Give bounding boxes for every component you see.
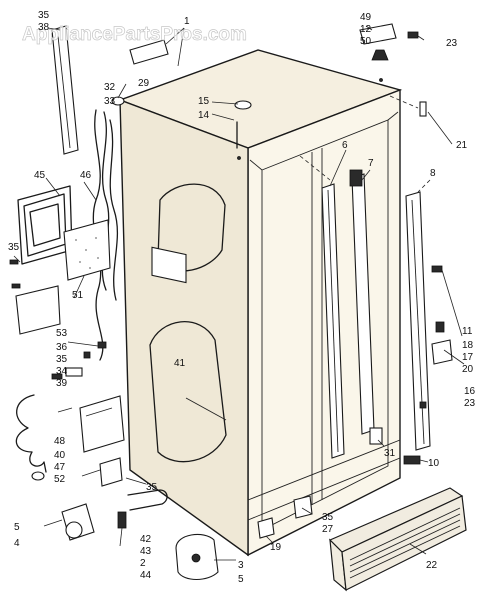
callout: 19 xyxy=(270,542,282,553)
callout: 14 xyxy=(198,110,210,121)
callout: 48 xyxy=(54,436,66,447)
callout: 50 xyxy=(360,36,372,47)
callout: 32 xyxy=(104,82,116,93)
callout: 40 xyxy=(54,450,66,461)
callout: 35 xyxy=(8,242,20,253)
callout: 36 xyxy=(56,342,68,353)
callout: 47 xyxy=(54,462,66,473)
callout: 31 xyxy=(384,448,396,459)
callout: 44 xyxy=(140,570,152,581)
callout: 35 xyxy=(38,10,50,21)
callout: 35 xyxy=(146,482,158,493)
callout: 23 xyxy=(464,398,476,409)
callout: 8 xyxy=(430,168,436,179)
callout: 38 xyxy=(38,22,50,33)
callout: 45 xyxy=(34,170,46,181)
callout: 2 xyxy=(140,558,146,569)
callout: 39 xyxy=(56,378,68,389)
callouts: 35 38 1 49 12 50 23 29 32 33 15 14 21 6 … xyxy=(8,10,476,585)
callout: 5 xyxy=(14,522,20,533)
callout: 10 xyxy=(428,458,440,469)
callout: 17 xyxy=(462,352,474,363)
leader-lines xyxy=(13,25,465,561)
callout: 41 xyxy=(174,358,186,369)
callout: 5 xyxy=(238,574,244,585)
callout: 29 xyxy=(138,78,150,89)
watermark: AppliancePartsPros.com xyxy=(22,24,247,45)
callout: 18 xyxy=(462,340,474,351)
callout: 11 xyxy=(462,326,473,337)
callout: 35 xyxy=(322,512,334,523)
callout: 12 xyxy=(360,24,372,35)
callout: 20 xyxy=(462,364,474,375)
callout: 35 xyxy=(56,354,68,365)
callout: 1 xyxy=(184,16,190,27)
callout: 42 xyxy=(140,534,152,545)
callout: 46 xyxy=(80,170,92,181)
callout: 22 xyxy=(426,560,438,571)
callout: 33 xyxy=(104,96,116,107)
callout: 3 xyxy=(238,560,244,571)
callout: 34 xyxy=(56,366,68,377)
callout: 15 xyxy=(198,96,210,107)
refrigerator-cabinet xyxy=(117,49,403,557)
callout: 23 xyxy=(446,38,458,49)
callout: 16 xyxy=(464,386,476,397)
callout: 52 xyxy=(54,474,66,485)
callout: 6 xyxy=(342,140,348,151)
callout: 21 xyxy=(456,140,468,151)
callout: 49 xyxy=(360,12,372,23)
callout: 4 xyxy=(14,538,20,549)
right-side-parts xyxy=(234,23,467,592)
left-side-parts xyxy=(9,25,219,581)
callout: 51 xyxy=(72,290,84,301)
callout: 27 xyxy=(322,524,334,535)
callout: 53 xyxy=(56,328,68,339)
callout: 7 xyxy=(368,158,374,169)
callout: 43 xyxy=(140,546,152,557)
